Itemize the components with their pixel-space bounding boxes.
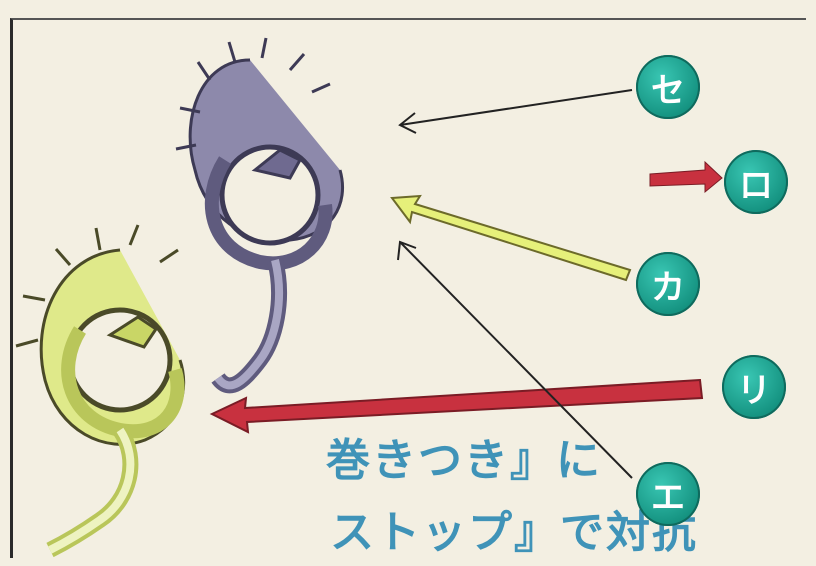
badge-ro: ロ xyxy=(724,150,788,214)
caption-line-1: 巻きつき』に xyxy=(326,435,602,486)
yellow-arrow-ka xyxy=(390,194,632,282)
yellow-dragon-illustration xyxy=(15,224,186,558)
image-frame xyxy=(10,18,806,558)
caption-line-2: ストップ』で対抗 xyxy=(330,507,698,558)
red-arrow-ri xyxy=(209,378,704,434)
gray-dragon-illustration xyxy=(175,37,345,394)
arrows xyxy=(209,89,723,479)
thin-arrow-se xyxy=(399,89,633,126)
badge-ka: カ xyxy=(636,252,700,316)
red-arrow-ro xyxy=(649,160,723,194)
badge-e: エ xyxy=(636,462,700,526)
thin-arrow-e xyxy=(399,241,633,479)
badge-ri: リ xyxy=(722,355,786,419)
badge-se: セ xyxy=(636,55,700,119)
